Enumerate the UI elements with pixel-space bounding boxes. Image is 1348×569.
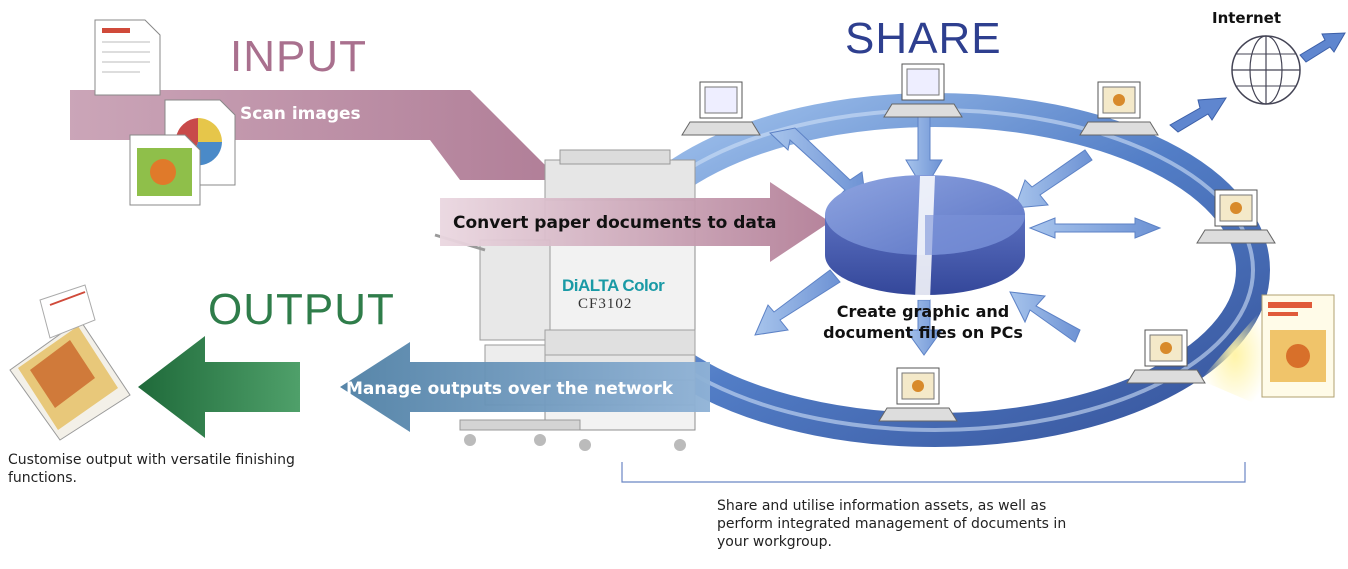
output-caption: Customise output with versatile finishin… bbox=[8, 452, 295, 486]
output-title: OUTPUT bbox=[208, 285, 395, 334]
computer-icon bbox=[1126, 329, 1206, 384]
computer-icon bbox=[681, 81, 761, 136]
internet-link-arrows bbox=[1169, 32, 1346, 133]
computer-icon bbox=[1079, 81, 1159, 136]
computer-icon bbox=[1196, 189, 1276, 244]
share-spokes bbox=[754, 109, 1162, 356]
globe-icon bbox=[1231, 35, 1301, 105]
manage-arrow bbox=[340, 342, 710, 432]
share-title: SHARE bbox=[845, 14, 1002, 63]
scan-images-label: Scan images bbox=[240, 104, 361, 124]
document-icon bbox=[94, 19, 161, 96]
output-arrow bbox=[138, 336, 300, 438]
computer-icon bbox=[883, 63, 963, 118]
manage-outputs-label: Manage outputs over the network bbox=[346, 379, 674, 399]
brand-model: CF3102 bbox=[578, 296, 633, 312]
database-disk-icon bbox=[825, 175, 1025, 300]
finished-booklet-icon bbox=[9, 284, 131, 441]
brand-name: DiALTA Color bbox=[562, 276, 665, 295]
printed-document-icon bbox=[1200, 294, 1335, 410]
share-caption: Share and utilise information assets, as… bbox=[717, 498, 1067, 550]
photo-document-icon bbox=[129, 134, 201, 206]
convert-label: Convert paper documents to data bbox=[453, 213, 777, 233]
internet-label: Internet bbox=[1212, 9, 1282, 27]
create-files-label: Create graphic and document files on PCs bbox=[823, 302, 1023, 342]
input-title: INPUT bbox=[230, 32, 367, 81]
computer-icon bbox=[878, 367, 958, 422]
share-bracket bbox=[621, 462, 1246, 483]
convert-arrow bbox=[440, 182, 830, 262]
